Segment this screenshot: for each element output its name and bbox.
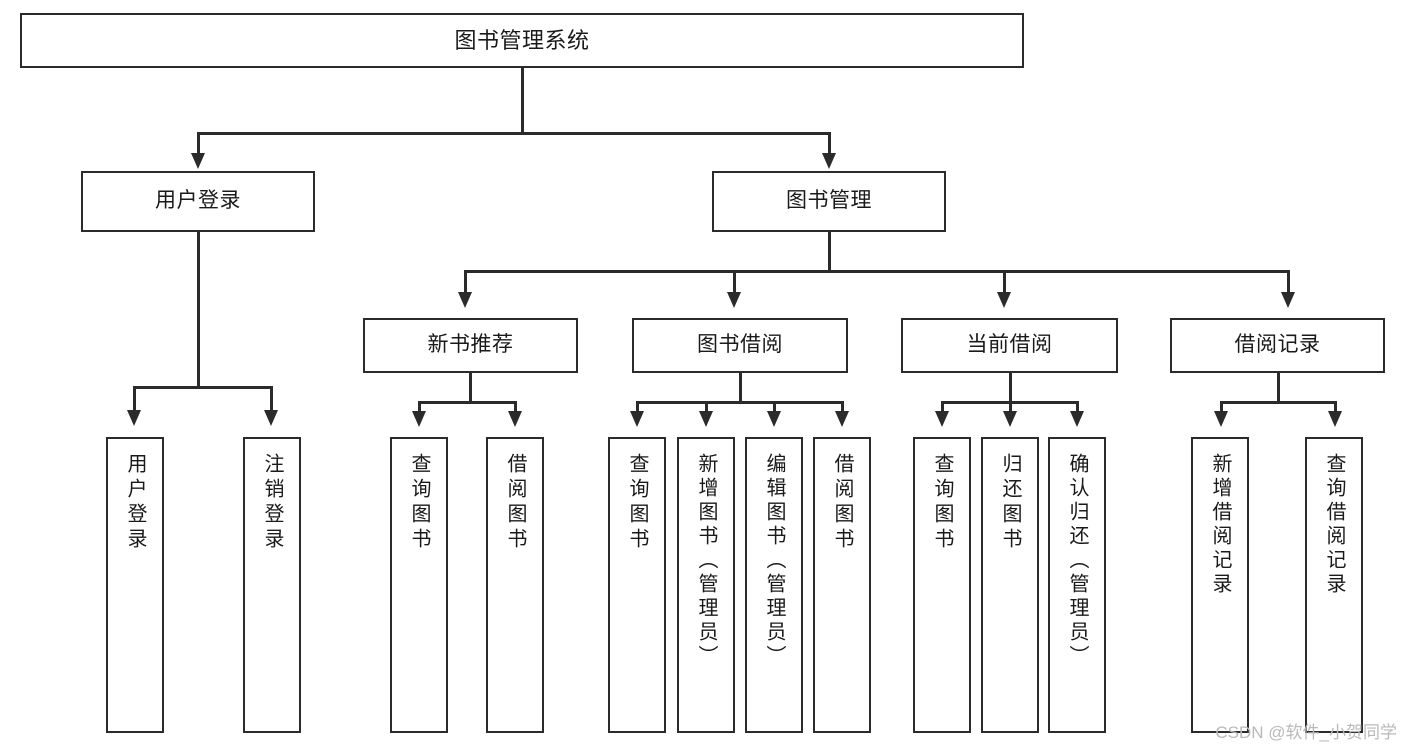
arrow-down-bb-add: [699, 411, 713, 427]
node-root-book-management-system[interactable]: 图书管理系统: [20, 13, 1024, 68]
leaf-br-query-record[interactable]: 查询借阅记录: [1305, 437, 1363, 733]
edge-book-borrow-bus: [637, 401, 844, 404]
edge-new-book-rec-bus: [419, 401, 517, 404]
leaf-bb-edit-book[interactable]: 编辑图书（管理员）: [745, 437, 803, 733]
csdn-watermark: CSDN @软件_小贺同学: [1215, 723, 1397, 742]
arrow-down-bb-query: [630, 411, 644, 427]
edge-current-borrow-stem: [1009, 373, 1012, 403]
leaf-cb-confirm-return[interactable]: 确认归还（管理员）: [1048, 437, 1106, 733]
node-label: 归还图书: [999, 453, 1021, 553]
edge-root-stem: [521, 68, 524, 134]
edge-drop-leaf-user-login: [133, 386, 136, 412]
edge-drop-bb-add: [705, 401, 708, 413]
arrow-down-new-book-rec: [458, 292, 472, 308]
arrow-down-leaf-logout: [264, 410, 278, 426]
edge-drop-current-borrow: [1003, 270, 1006, 294]
arrow-down-cb-query: [935, 411, 949, 427]
node-label: 查询图书: [931, 453, 953, 553]
edge-drop-borrow-record: [1287, 270, 1290, 294]
edge-level3-bus: [465, 270, 1289, 273]
node-label: 借阅图书: [504, 453, 526, 553]
node-label: 新书推荐: [427, 333, 514, 357]
leaf-nb-query-book[interactable]: 查询图书: [390, 437, 448, 733]
edge-new-book-rec-stem: [469, 373, 472, 403]
leaf-cb-query-book[interactable]: 查询图书: [913, 437, 971, 733]
edge-drop-br-query: [1334, 401, 1337, 413]
edge-borrow-record-bus: [1221, 401, 1336, 404]
arrow-down-cb-return: [1003, 411, 1017, 427]
node-book-borrow[interactable]: 图书借阅: [632, 318, 848, 373]
arrow-down-br-add: [1214, 411, 1228, 427]
leaf-nb-borrow-book[interactable]: 借阅图书: [486, 437, 544, 733]
leaf-bb-query-book[interactable]: 查询图书: [608, 437, 666, 733]
edge-book-manage-stem: [828, 232, 831, 272]
leaf-bb-borrow-book[interactable]: 借阅图书: [813, 437, 871, 733]
node-label: 借阅图书: [831, 453, 853, 553]
node-label: 当前借阅: [966, 333, 1053, 357]
node-new-book-recommend[interactable]: 新书推荐: [363, 318, 578, 373]
node-label: 新增图书（管理员）: [695, 453, 717, 669]
node-borrow-record[interactable]: 借阅记录: [1170, 318, 1385, 373]
edge-borrow-record-stem: [1277, 373, 1280, 403]
node-label: 用户登录: [124, 453, 146, 553]
arrow-down-nb-query: [412, 411, 426, 427]
edge-drop-nb-borrow: [514, 401, 517, 413]
edge-book-borrow-stem: [739, 373, 742, 403]
arrow-down-book-manage: [822, 153, 836, 169]
arrow-down-user-login: [191, 153, 205, 169]
arrow-down-borrow-record: [1281, 292, 1295, 308]
edge-drop-book-manage: [828, 132, 831, 156]
node-label: 用户登录: [155, 189, 241, 213]
arrow-down-br-query: [1328, 411, 1342, 427]
node-label: 注销登录: [261, 453, 283, 553]
edge-drop-nb-query: [418, 401, 421, 413]
edge-drop-cb-confirm: [1076, 401, 1079, 413]
edge-drop-bb-edit: [773, 401, 776, 413]
leaf-logout[interactable]: 注销登录: [243, 437, 301, 733]
leaf-bb-add-book[interactable]: 新增图书（管理员）: [677, 437, 735, 733]
node-label: 图书管理: [786, 189, 872, 213]
leaf-user-login[interactable]: 用户登录: [106, 437, 164, 733]
node-book-management[interactable]: 图书管理: [712, 171, 946, 232]
edge-drop-bb-query: [636, 401, 639, 413]
arrow-down-cb-confirm: [1070, 411, 1084, 427]
edge-user-login-bus: [134, 386, 271, 389]
node-label: 查询图书: [626, 453, 648, 553]
node-current-borrow[interactable]: 当前借阅: [901, 318, 1118, 373]
node-label: 借阅记录: [1234, 333, 1321, 357]
leaf-br-add-record[interactable]: 新增借阅记录: [1191, 437, 1249, 733]
arrow-down-nb-borrow: [508, 411, 522, 427]
edge-drop-cb-query: [941, 401, 944, 413]
edge-level2-bus: [198, 132, 830, 135]
node-label: 新增借阅记录: [1209, 453, 1231, 597]
node-label: 图书借阅: [697, 333, 783, 357]
edge-drop-leaf-logout: [270, 386, 273, 412]
arrow-down-bb-edit: [767, 411, 781, 427]
edge-user-login-stem: [197, 232, 200, 388]
edge-drop-user-login: [197, 132, 200, 156]
edge-drop-new-book-rec: [464, 270, 467, 294]
arrow-down-current-borrow: [997, 292, 1011, 308]
node-label: 查询图书: [408, 453, 430, 553]
leaf-cb-return-book[interactable]: 归还图书: [981, 437, 1039, 733]
arrow-down-leaf-user-login: [127, 410, 141, 426]
edge-drop-book-borrow: [733, 270, 736, 294]
node-label: 编辑图书（管理员）: [763, 453, 785, 669]
arrow-down-book-borrow: [727, 292, 741, 308]
edge-drop-cb-return: [1009, 401, 1012, 413]
node-label: 图书管理系统: [454, 27, 590, 53]
arrow-down-bb-borrow: [835, 411, 849, 427]
node-label: 确认归还（管理员）: [1066, 453, 1088, 669]
node-label: 查询借阅记录: [1323, 453, 1345, 597]
node-user-login[interactable]: 用户登录: [81, 171, 315, 232]
edge-drop-bb-borrow: [841, 401, 844, 413]
edge-drop-br-add: [1220, 401, 1223, 413]
